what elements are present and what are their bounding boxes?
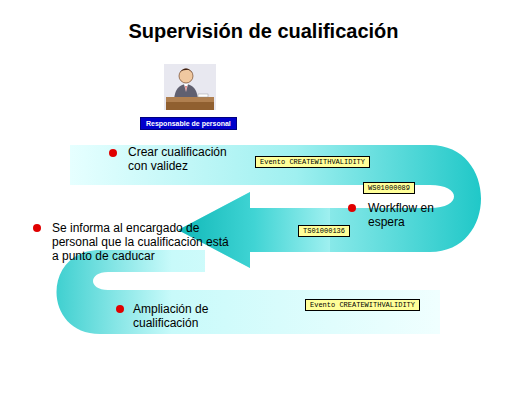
node-text: Evento CREATEWITHVALIDITY [310, 301, 415, 309]
step-text: Crear cualificación con validez [128, 145, 243, 173]
event-box: Evento CREATEWITHVALIDITY [255, 156, 370, 168]
node-text: WS01000089 [368, 184, 410, 192]
node-text: TS01000136 [303, 227, 345, 235]
diagram-title: Supervisión de cualificación [0, 20, 527, 43]
bullet [348, 204, 356, 212]
step-text: Se informa al encargado de personal que … [52, 221, 237, 263]
event-box: Evento CREATEWITHVALIDITY [305, 299, 420, 311]
step-text: Workflow en espera [368, 201, 440, 229]
role-label: Responsable de personal [140, 117, 237, 130]
bullet [109, 149, 117, 157]
bullet [33, 224, 41, 232]
bullet [116, 305, 124, 313]
person-icon [164, 64, 216, 110]
workflow-box: WS01000089 [363, 182, 415, 194]
node-text: Responsable de personal [146, 120, 231, 127]
task-box: TS01000136 [298, 225, 350, 237]
step-text: Ampliación de cualificación [133, 302, 233, 330]
node-text: Evento CREATEWITHVALIDITY [260, 158, 365, 166]
